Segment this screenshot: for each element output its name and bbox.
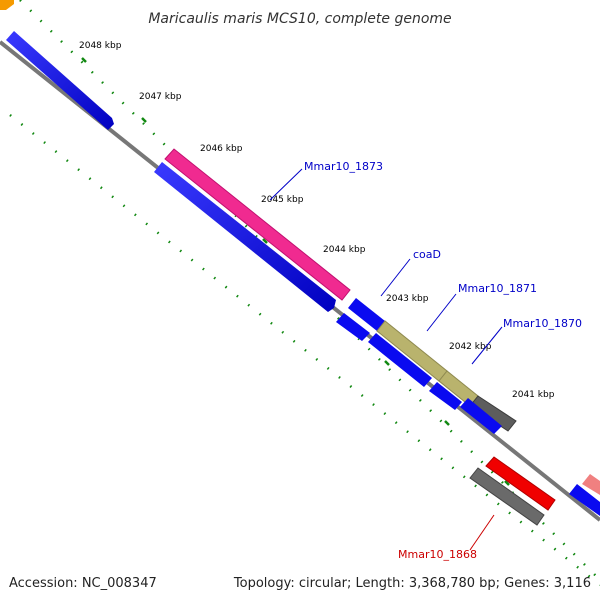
gene-label-mmar10-1871[interactable]: Mmar10_1871	[458, 282, 537, 295]
cds-reverse[interactable]	[460, 398, 502, 434]
cds-reverse[interactable]	[336, 313, 370, 341]
cds-reverse[interactable]	[154, 162, 336, 312]
leader-line	[471, 326, 503, 365]
cds-forward[interactable]	[348, 298, 385, 331]
leader-line	[469, 514, 495, 551]
kbp-label: 2044 kbp	[323, 245, 366, 255]
gene-label-coad[interactable]: coaD	[413, 248, 441, 261]
map-title: Maricaulis maris MCS10, complete genome	[148, 11, 451, 27]
feature-orange[interactable]	[0, 0, 14, 10]
kbp-label: 2046 kbp	[200, 144, 243, 154]
leader-line	[380, 258, 411, 297]
feature-gray[interactable]	[469, 467, 545, 526]
cds-reverse[interactable]	[569, 484, 600, 516]
leader-line	[269, 168, 303, 201]
gene-label-mmar10-1873[interactable]: Mmar10_1873	[304, 160, 383, 173]
kbp-label: 2041 kbp	[512, 390, 555, 400]
genome-summary-text: Topology: circular; Length: 3,368,780 bp…	[233, 576, 591, 591]
kbp-label: 2047 kbp	[139, 92, 182, 102]
feature-pink-edge[interactable]	[582, 474, 600, 495]
kbp-label: 2048 kbp	[79, 41, 122, 51]
cds-reverse[interactable]	[429, 382, 462, 410]
feature-mmar10-1868[interactable]	[485, 456, 556, 511]
feature-mmar10-1873[interactable]	[164, 148, 351, 301]
accession-text: Accession: NC_008347	[9, 576, 157, 591]
gene-label-mmar10-1870[interactable]: Mmar10_1870	[503, 317, 582, 330]
cds-forward[interactable]	[6, 31, 114, 130]
kbp-label: 2043 kbp	[386, 294, 429, 304]
inner-tick-ring	[9, 114, 600, 586]
cds-reverse[interactable]	[368, 333, 432, 387]
gene-label-mmar10-1868[interactable]: Mmar10_1868	[398, 548, 477, 561]
kbp-label: 2045 kbp	[261, 195, 304, 205]
kbp-label: 2042 kbp	[449, 342, 492, 352]
leader-line	[426, 293, 457, 332]
